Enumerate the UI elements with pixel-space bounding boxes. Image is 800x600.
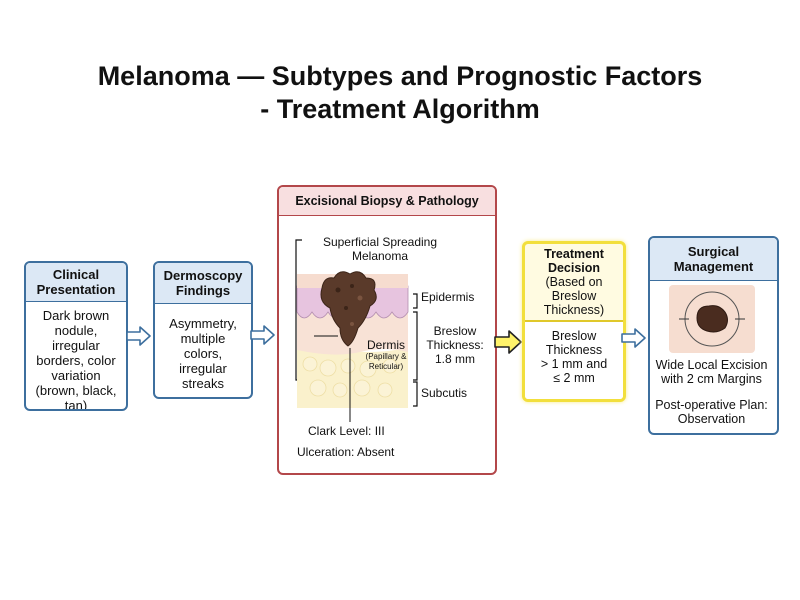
clinical-heading-line-1: Clinical [52,267,100,282]
dermis-sub-line-2: Reticular) [368,362,404,371]
dermis-sub-line-1: (Papillary & [365,352,407,361]
breslow-thickness-label: Breslow Thickness: 1.8 mm [421,324,489,366]
postop-line-2: Observation [677,412,746,426]
decision-heading-line: Thickness) [543,303,605,317]
dermoscopy-heading-line-1: Dermoscopy [163,268,243,283]
clinical-line: variation [51,368,101,383]
clinical-line: borders, color [36,353,116,368]
subcutis-label: Subcutis [421,386,468,400]
dermoscopy-findings-box: Dermoscopy Findings Asymmetry, multiple … [153,261,253,399]
decision-body-line: > 1 mm and [540,357,608,371]
treatment-decision-heading: Treatment Decision (Based on Breslow Thi… [525,244,623,322]
subtype-line-1: Superficial Spreading [322,235,438,249]
subtype-label: Superficial Spreading Melanoma [305,235,455,263]
excision-line-2: with 2 cm Margins [661,372,762,386]
clark-level-label: Clark Level: III [308,424,385,438]
dermoscopy-line: irregular [179,361,227,376]
surgical-management-heading: Surgical Management [650,238,777,281]
arrow-decision-to-surgical [621,328,646,348]
arrow-clinical-to-dermoscopy [126,326,151,346]
dermoscopy-line: multiple [180,331,226,346]
clinical-presentation-text: Dark brown nodule, irregular borders, co… [26,302,126,411]
decision-body-line: Thickness [545,343,603,357]
skin-cross-section-illustration [295,239,418,422]
dermoscopy-findings-heading: Dermoscopy Findings [155,263,251,304]
ulceration-label: Ulceration: Absent [297,445,395,459]
postop-plan-text: Post-operative Plan: Observation [650,398,773,426]
dermoscopy-line: streaks [182,376,224,391]
title-line-2: - Treatment Algorithm [260,94,540,124]
dermis-label: Dermis (Papillary & Reticular) [358,338,414,372]
dermoscopy-line: colors, [183,346,223,361]
excision-text: Wide Local Excision with 2 cm Margins [650,358,773,386]
surgical-heading-line-1: Surgical [687,244,740,259]
treatment-decision-box: Treatment Decision (Based on Breslow Thi… [522,241,626,402]
clinical-line: irregular [52,338,100,353]
decision-body-line: Breslow [551,329,597,343]
clinical-line: tan) [64,398,88,411]
breslow-line-1: Breslow [433,324,477,338]
clinical-heading-line-2: Presentation [36,282,116,297]
subtype-line-2: Melanoma [351,249,409,263]
arrow-dermoscopy-to-pathology [250,325,275,345]
clinical-line: nodule, [54,323,98,338]
treatment-decision-text: Breslow Thickness > 1 mm and ≤ 2 mm [525,322,623,399]
excision-line-1: Wide Local Excision [655,358,768,372]
decision-heading-line: (Based on [545,275,603,289]
clinical-line: Dark brown [42,308,110,323]
excision-lesion [696,305,728,333]
decision-heading-line: Treatment [544,247,604,261]
dermis-line: Dermis [367,338,405,352]
clinical-presentation-box: Clinical Presentation Dark brown nodule,… [24,261,128,411]
dermoscopy-heading-line-2: Findings [175,283,231,298]
postop-line-1: Post-operative Plan: [655,398,768,412]
subcutis-bracket [413,381,418,407]
pathology-heading: Excisional Biopsy & Pathology [279,187,495,216]
decision-heading-line: Decision [547,261,601,275]
melanoma-lesion [320,271,377,347]
clinical-line: (brown, black, [35,383,117,398]
breslow-bracket [413,311,418,381]
dermoscopy-line: Asymmetry, [169,316,237,331]
dermoscopy-findings-text: Asymmetry, multiple colors, irregular st… [155,304,251,397]
title-line-1: Melanoma — Subtypes and Prognostic Facto… [97,61,703,91]
decision-body-line: ≤ 2 mm [553,371,595,385]
surgical-heading-line-2: Management [673,259,754,274]
breslow-line-2: Thickness: [426,338,484,352]
arrow-pathology-to-decision [494,330,522,354]
breslow-line-3: 1.8 mm [434,352,475,366]
clinical-presentation-heading: Clinical Presentation [26,263,126,302]
decision-heading-line: Breslow [551,289,597,303]
wide-local-excision-illustration [669,285,755,353]
epidermis-bracket [413,293,418,309]
epidermis-label: Epidermis [421,290,475,304]
diagram-title: Melanoma — Subtypes and Prognostic Facto… [0,60,800,126]
